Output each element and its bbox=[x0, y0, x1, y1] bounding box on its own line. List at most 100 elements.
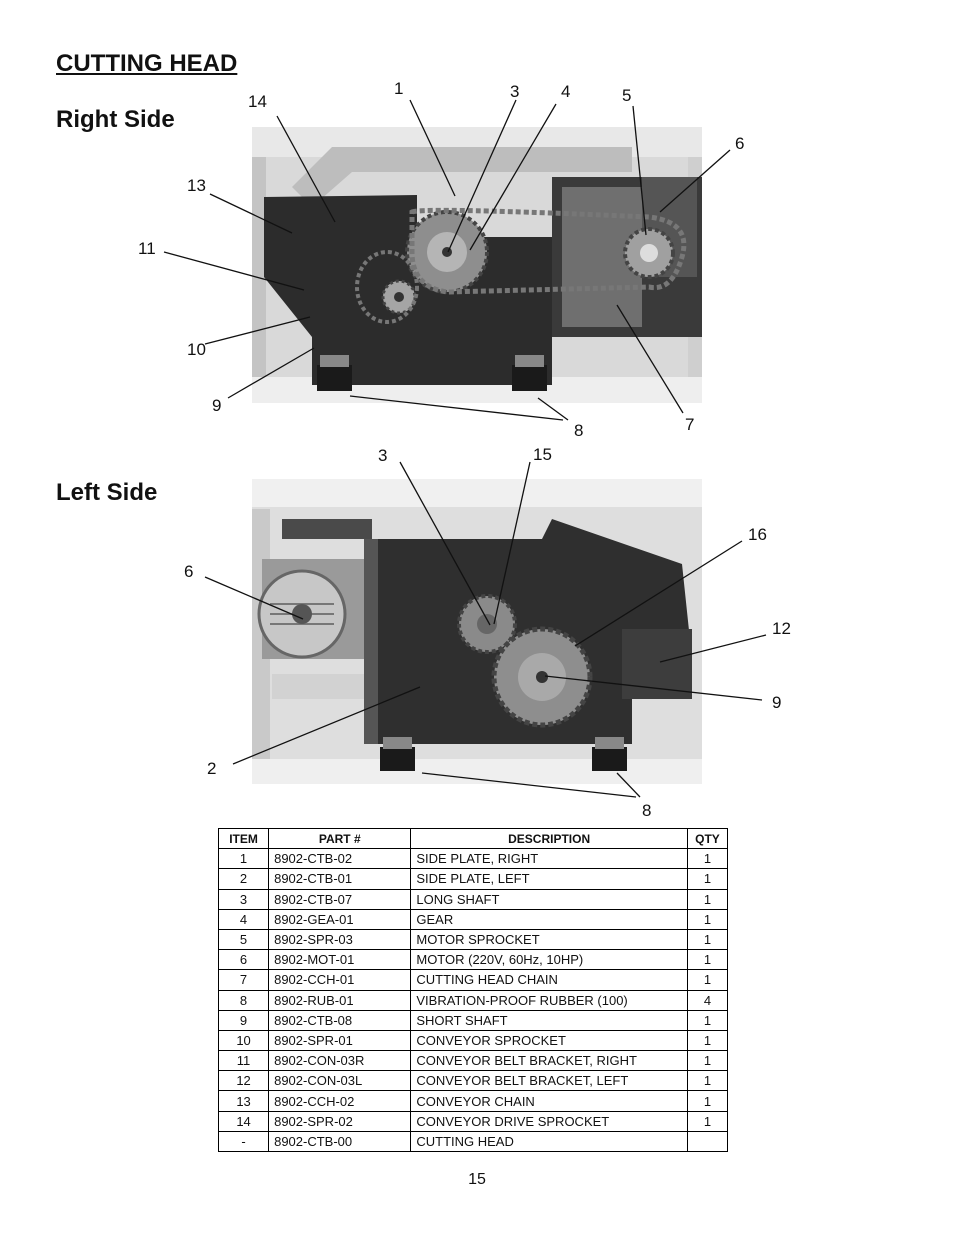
callout-left-15: 15 bbox=[533, 445, 552, 464]
part-number-cell: 8902-CON-03R bbox=[268, 1050, 412, 1072]
column-header-qty: QTY bbox=[686, 827, 729, 850]
item-cell: 12 bbox=[217, 1070, 270, 1092]
part-number-cell: 8902-CON-03L bbox=[268, 1070, 412, 1092]
description-cell: CUTTING HEAD CHAIN bbox=[410, 969, 688, 991]
callout-right-6: 6 bbox=[735, 134, 745, 153]
part-number-cell: 8902-SPR-01 bbox=[268, 1029, 412, 1052]
item-cell: 6 bbox=[217, 949, 270, 971]
column-header-item: ITEM bbox=[217, 827, 270, 850]
description-cell: VIBRATION-PROOF RUBBER (100) bbox=[410, 989, 688, 1011]
description-cell: CONVEYOR DRIVE SPROCKET bbox=[410, 1110, 688, 1132]
column-header-description: DESCRIPTION bbox=[410, 827, 688, 850]
description-cell: SHORT SHAFT bbox=[410, 1009, 688, 1031]
qty-cell: 1 bbox=[686, 1070, 729, 1092]
qty-cell bbox=[686, 1130, 729, 1153]
qty-cell: 1 bbox=[686, 908, 729, 930]
callout-right-11: 11 bbox=[138, 239, 156, 258]
item-cell: 14 bbox=[217, 1110, 270, 1132]
callout-right-14: 14 bbox=[248, 92, 267, 111]
description-cell: CONVEYOR BELT BRACKET, LEFT bbox=[410, 1070, 688, 1092]
qty-cell: 1 bbox=[686, 1029, 729, 1052]
part-number-cell: 8902-SPR-02 bbox=[268, 1110, 412, 1132]
item-cell: 2 bbox=[217, 868, 270, 890]
qty-cell: 1 bbox=[686, 928, 729, 951]
description-cell: SIDE PLATE, LEFT bbox=[410, 868, 688, 890]
qty-cell: 1 bbox=[686, 868, 729, 890]
callout-right-7: 7 bbox=[685, 415, 695, 434]
item-cell: 1 bbox=[217, 848, 270, 870]
section-heading-right: Right Side bbox=[56, 106, 175, 133]
description-cell: CONVEYOR CHAIN bbox=[410, 1090, 688, 1112]
page-number: 15 bbox=[468, 1171, 486, 1188]
qty-cell: 1 bbox=[686, 969, 729, 991]
callout-left-2: 2 bbox=[207, 759, 217, 778]
qty-cell: 1 bbox=[686, 1009, 729, 1031]
description-cell: MOTOR (220V, 60Hz, 10HP) bbox=[410, 949, 688, 971]
callout-right-5: 5 bbox=[622, 86, 632, 105]
item-cell: 5 bbox=[217, 928, 270, 951]
qty-cell: 1 bbox=[686, 888, 729, 910]
description-cell: MOTOR SPROCKET bbox=[410, 928, 688, 951]
part-number-cell: 8902-CCH-02 bbox=[268, 1090, 412, 1112]
description-cell: CONVEYOR BELT BRACKET, RIGHT bbox=[410, 1050, 688, 1072]
description-cell: GEAR bbox=[410, 908, 688, 930]
description-cell: CUTTING HEAD bbox=[410, 1130, 688, 1153]
part-number-cell: 8902-CTB-08 bbox=[268, 1009, 412, 1031]
item-cell: 10 bbox=[217, 1029, 270, 1052]
description-cell: SIDE PLATE, RIGHT bbox=[410, 848, 688, 870]
callout-left-8: 8 bbox=[642, 801, 652, 820]
item-cell: 7 bbox=[217, 969, 270, 991]
column-header-part: PART # bbox=[268, 827, 412, 850]
item-cell: 9 bbox=[217, 1009, 270, 1031]
callout-left-9: 9 bbox=[772, 693, 782, 712]
item-cell: - bbox=[217, 1130, 270, 1153]
item-cell: 4 bbox=[217, 908, 270, 930]
item-cell: 11 bbox=[217, 1050, 270, 1072]
part-number-cell: 8902-CTB-02 bbox=[268, 848, 412, 870]
item-cell: 8 bbox=[217, 989, 270, 1011]
qty-cell: 1 bbox=[686, 1110, 729, 1132]
right-side-photo bbox=[252, 127, 702, 403]
description-cell: CONVEYOR SPROCKET bbox=[410, 1029, 688, 1052]
left-side-photo bbox=[252, 479, 702, 784]
callout-right-8: 8 bbox=[574, 421, 584, 440]
callout-left-12: 12 bbox=[772, 619, 791, 638]
part-number-cell: 8902-CCH-01 bbox=[268, 969, 412, 991]
qty-cell: 1 bbox=[686, 1090, 729, 1112]
qty-cell: 1 bbox=[686, 1050, 729, 1072]
item-cell: 3 bbox=[217, 888, 270, 910]
table-header-row: ITEM PART # DESCRIPTION QTY bbox=[217, 827, 729, 850]
qty-cell: 1 bbox=[686, 949, 729, 971]
part-number-cell: 8902-GEA-01 bbox=[268, 908, 412, 930]
item-cell: 13 bbox=[217, 1090, 270, 1112]
part-number-cell: 8902-CTB-07 bbox=[268, 888, 412, 910]
callout-left-6: 6 bbox=[184, 562, 194, 581]
callout-right-3: 3 bbox=[510, 82, 520, 101]
callout-right-9: 9 bbox=[212, 396, 222, 415]
page-title: CUTTING HEAD bbox=[56, 50, 238, 77]
part-number-cell: 8902-RUB-01 bbox=[268, 989, 412, 1011]
callout-right-1: 1 bbox=[394, 79, 404, 98]
part-number-cell: 8902-MOT-01 bbox=[268, 949, 412, 971]
callout-left-16: 16 bbox=[748, 525, 767, 544]
qty-cell: 4 bbox=[686, 989, 729, 1011]
section-heading-left: Left Side bbox=[56, 479, 158, 506]
description-cell: LONG SHAFT bbox=[410, 888, 688, 910]
part-number-cell: 8902-CTB-01 bbox=[268, 868, 412, 890]
qty-cell: 1 bbox=[686, 848, 729, 870]
part-number-cell: 8902-SPR-03 bbox=[268, 928, 412, 951]
callout-right-13: 13 bbox=[187, 176, 206, 195]
part-number-cell: 8902-CTB-00 bbox=[268, 1130, 412, 1153]
